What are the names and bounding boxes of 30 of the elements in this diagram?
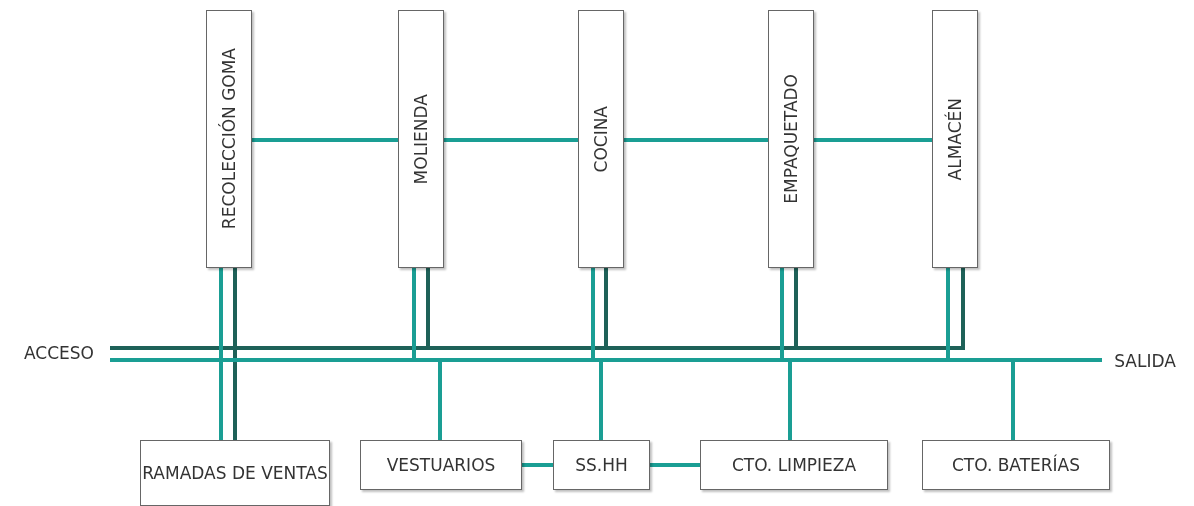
process-box (398, 10, 444, 268)
process-box (206, 10, 252, 268)
box-label: CTO. BATERÍAS (951, 453, 1081, 477)
room-box (140, 440, 330, 506)
process-box (768, 10, 814, 268)
connector-line (522, 463, 553, 467)
box-label: MOLIENDA (411, 93, 431, 185)
process-box (932, 10, 978, 268)
room-box (553, 440, 650, 490)
connector-line (444, 138, 578, 142)
endpoint-label: SALIDA (1102, 348, 1188, 374)
box-label: EMPAQUETADO (781, 74, 801, 204)
box-label: RECOLECCIÓN GOMA (219, 48, 239, 230)
room-box (360, 440, 522, 490)
box-label: COCINA (591, 105, 611, 173)
room-box (922, 440, 1110, 490)
box-label: ALMACÉN (945, 97, 965, 181)
box-label: RAMADAS DE VENTAS (142, 461, 328, 485)
connector-line (624, 138, 768, 142)
connector-line (252, 138, 398, 142)
process-box (578, 10, 624, 268)
box-label: VESTUARIOS (386, 453, 496, 477)
box-label: SS.HH (575, 453, 628, 477)
endpoint-label: ACCESO (8, 340, 110, 366)
connector-line (650, 463, 700, 467)
box-label: CTO. LIMPIEZA (731, 453, 857, 477)
connector-line (110, 346, 237, 440)
connector-line (814, 138, 932, 142)
room-box (700, 440, 888, 490)
connector-line (1011, 358, 1102, 440)
